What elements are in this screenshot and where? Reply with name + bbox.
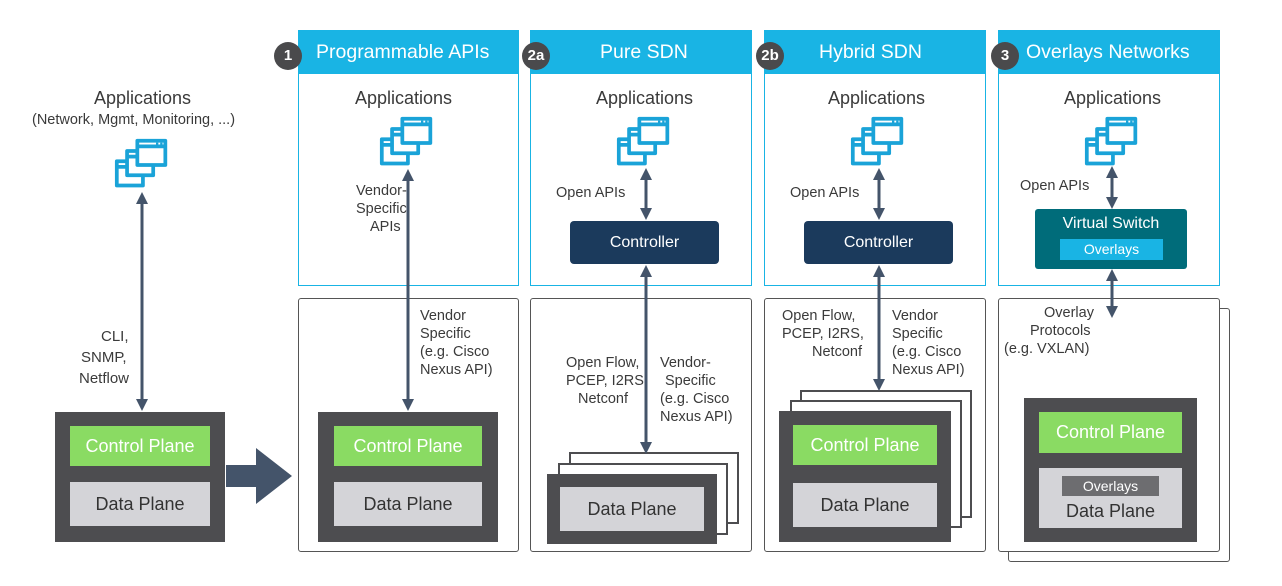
panel1-south-label-3: (e.g. Cisco [420,344,490,360]
panel1-api-label-1: Vendor- [356,183,407,199]
panel2b-apps-label: Applications [828,88,926,108]
panel2b-south-left-1: Open Flow, [782,308,856,324]
panel1-title: Programmable APIs [316,41,490,63]
panel2a-south-right-2: Specific [665,373,716,389]
left-control-plane: Control Plane [70,426,210,466]
panel3-title: Overlays Networks [1026,41,1190,63]
panel3-overlays-chip: Overlays [1060,239,1163,260]
panel2a-south-left-1: Open Flow, [566,355,640,371]
panel2a-south-left-2: PCEP, I2RS, [566,373,648,389]
panel2a-network-device: Data Plane [547,474,717,544]
panel1-api-label-3: APIs [370,219,401,235]
panel1-control-plane: Control Plane [334,426,482,466]
panel2b-south-right-2: Specific [892,326,943,342]
panel2b-south-right-3: (e.g. Cisco [892,344,962,360]
panel2b-south-left-2: PCEP, I2RS, [782,326,864,342]
panel2b-badge: 2b [756,42,784,70]
panel3-header: Overlays Networks [998,30,1220,74]
panel3-network-device: Control Plane Overlays Data Plane [1024,398,1197,542]
left-protocol-snmp: SNMP, [81,349,127,366]
panel2a-data-plane: Data Plane [560,487,704,531]
panel2b-controller: Controller [804,221,953,264]
panel2b-south-right-4: Nexus API) [892,362,965,378]
panel2a-header: Pure SDN [530,30,752,74]
panel2a-south-right-1: Vendor- [660,355,711,371]
panel3-apps-label: Applications [1064,88,1162,108]
panel2b-header: Hybrid SDN [764,30,986,74]
panel3-badge: 3 [991,42,1019,70]
panel2a-south-right-4: Nexus API) [660,409,733,425]
panel2b-api-label: Open APIs [790,185,860,201]
panel3-data-plane: Data Plane [1065,501,1156,521]
left-data-plane: Data Plane [70,482,210,526]
panel2b-south-right-1: Vendor [892,308,938,324]
panel3-virtual-switch-label: Virtual Switch [1062,215,1160,232]
left-apps-label: Applications [94,88,192,108]
panel3-data-plane-box: Overlays Data Plane [1039,468,1182,528]
panel2b-data-plane: Data Plane [793,483,937,527]
panel2a-api-label: Open APIs [556,185,626,201]
panel3-overlay-protocols-3: (e.g. VXLAN) [1004,341,1090,357]
panel2b-south-left-3: Netconf [812,344,862,360]
panel3-api-label: Open APIs [1020,178,1090,194]
panel1-badge: 1 [274,42,302,70]
panel2a-apps-label: Applications [596,88,694,108]
left-apps-sublabel: (Network, Mgmt, Monitoring, ...) [32,112,236,128]
left-protocol-cli: CLI, [101,328,129,345]
panel3-control-plane: Control Plane [1039,412,1182,453]
panel2a-south-left-3: Netconf [578,391,628,407]
panel1-south-label-1: Vendor [420,308,466,324]
panel2a-south-right-3: (e.g. Cisco [660,391,730,407]
panel1-data-plane: Data Plane [334,482,482,526]
panel1-south-label-2: Specific [420,326,471,342]
panel3-virtual-switch: Virtual Switch Overlays [1035,209,1187,269]
right-arrow-icon [226,448,292,504]
left-protocol-netflow: Netflow [79,370,130,387]
panel3-dp-overlays-chip: Overlays [1062,476,1159,496]
panel2b-title: Hybrid SDN [819,41,922,63]
panel2a-title: Pure SDN [600,41,688,63]
panel2b-control-plane: Control Plane [793,425,937,465]
panel1-network-device: Control Plane Data Plane [318,412,498,542]
panel3-overlay-protocols-2: Protocols [1030,323,1091,339]
panel1-api-label-2: Specific [356,201,407,217]
left-network-device: Control Plane Data Plane [55,412,225,542]
panel2a-badge: 2a [522,42,550,70]
panel1-header: Programmable APIs [298,30,519,74]
panel1-apps-label: Applications [355,88,453,108]
panel1-south-label-4: Nexus API) [420,362,493,378]
panel2b-network-device: Control Plane Data Plane [779,411,951,542]
panel3-overlay-protocols-1: Overlay [1044,305,1094,321]
panel2a-controller: Controller [570,221,719,264]
